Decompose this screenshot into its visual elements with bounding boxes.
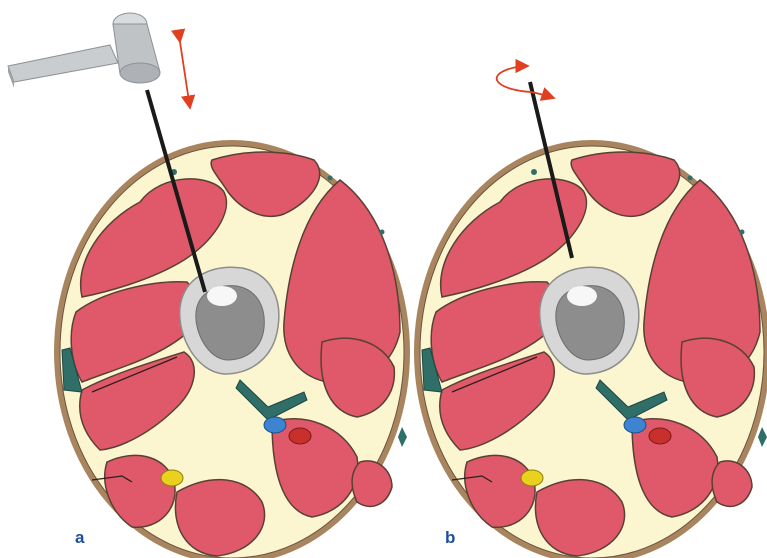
axial-motion-arrow <box>180 42 190 108</box>
hammer-icon <box>8 13 160 88</box>
rotation-motion-arrow <box>497 66 531 92</box>
panel-label-a: a <box>75 528 84 548</box>
panel-b-cross-section <box>414 140 767 558</box>
panel-a-cross-section <box>54 140 410 558</box>
panel-label-b: b <box>445 528 455 548</box>
